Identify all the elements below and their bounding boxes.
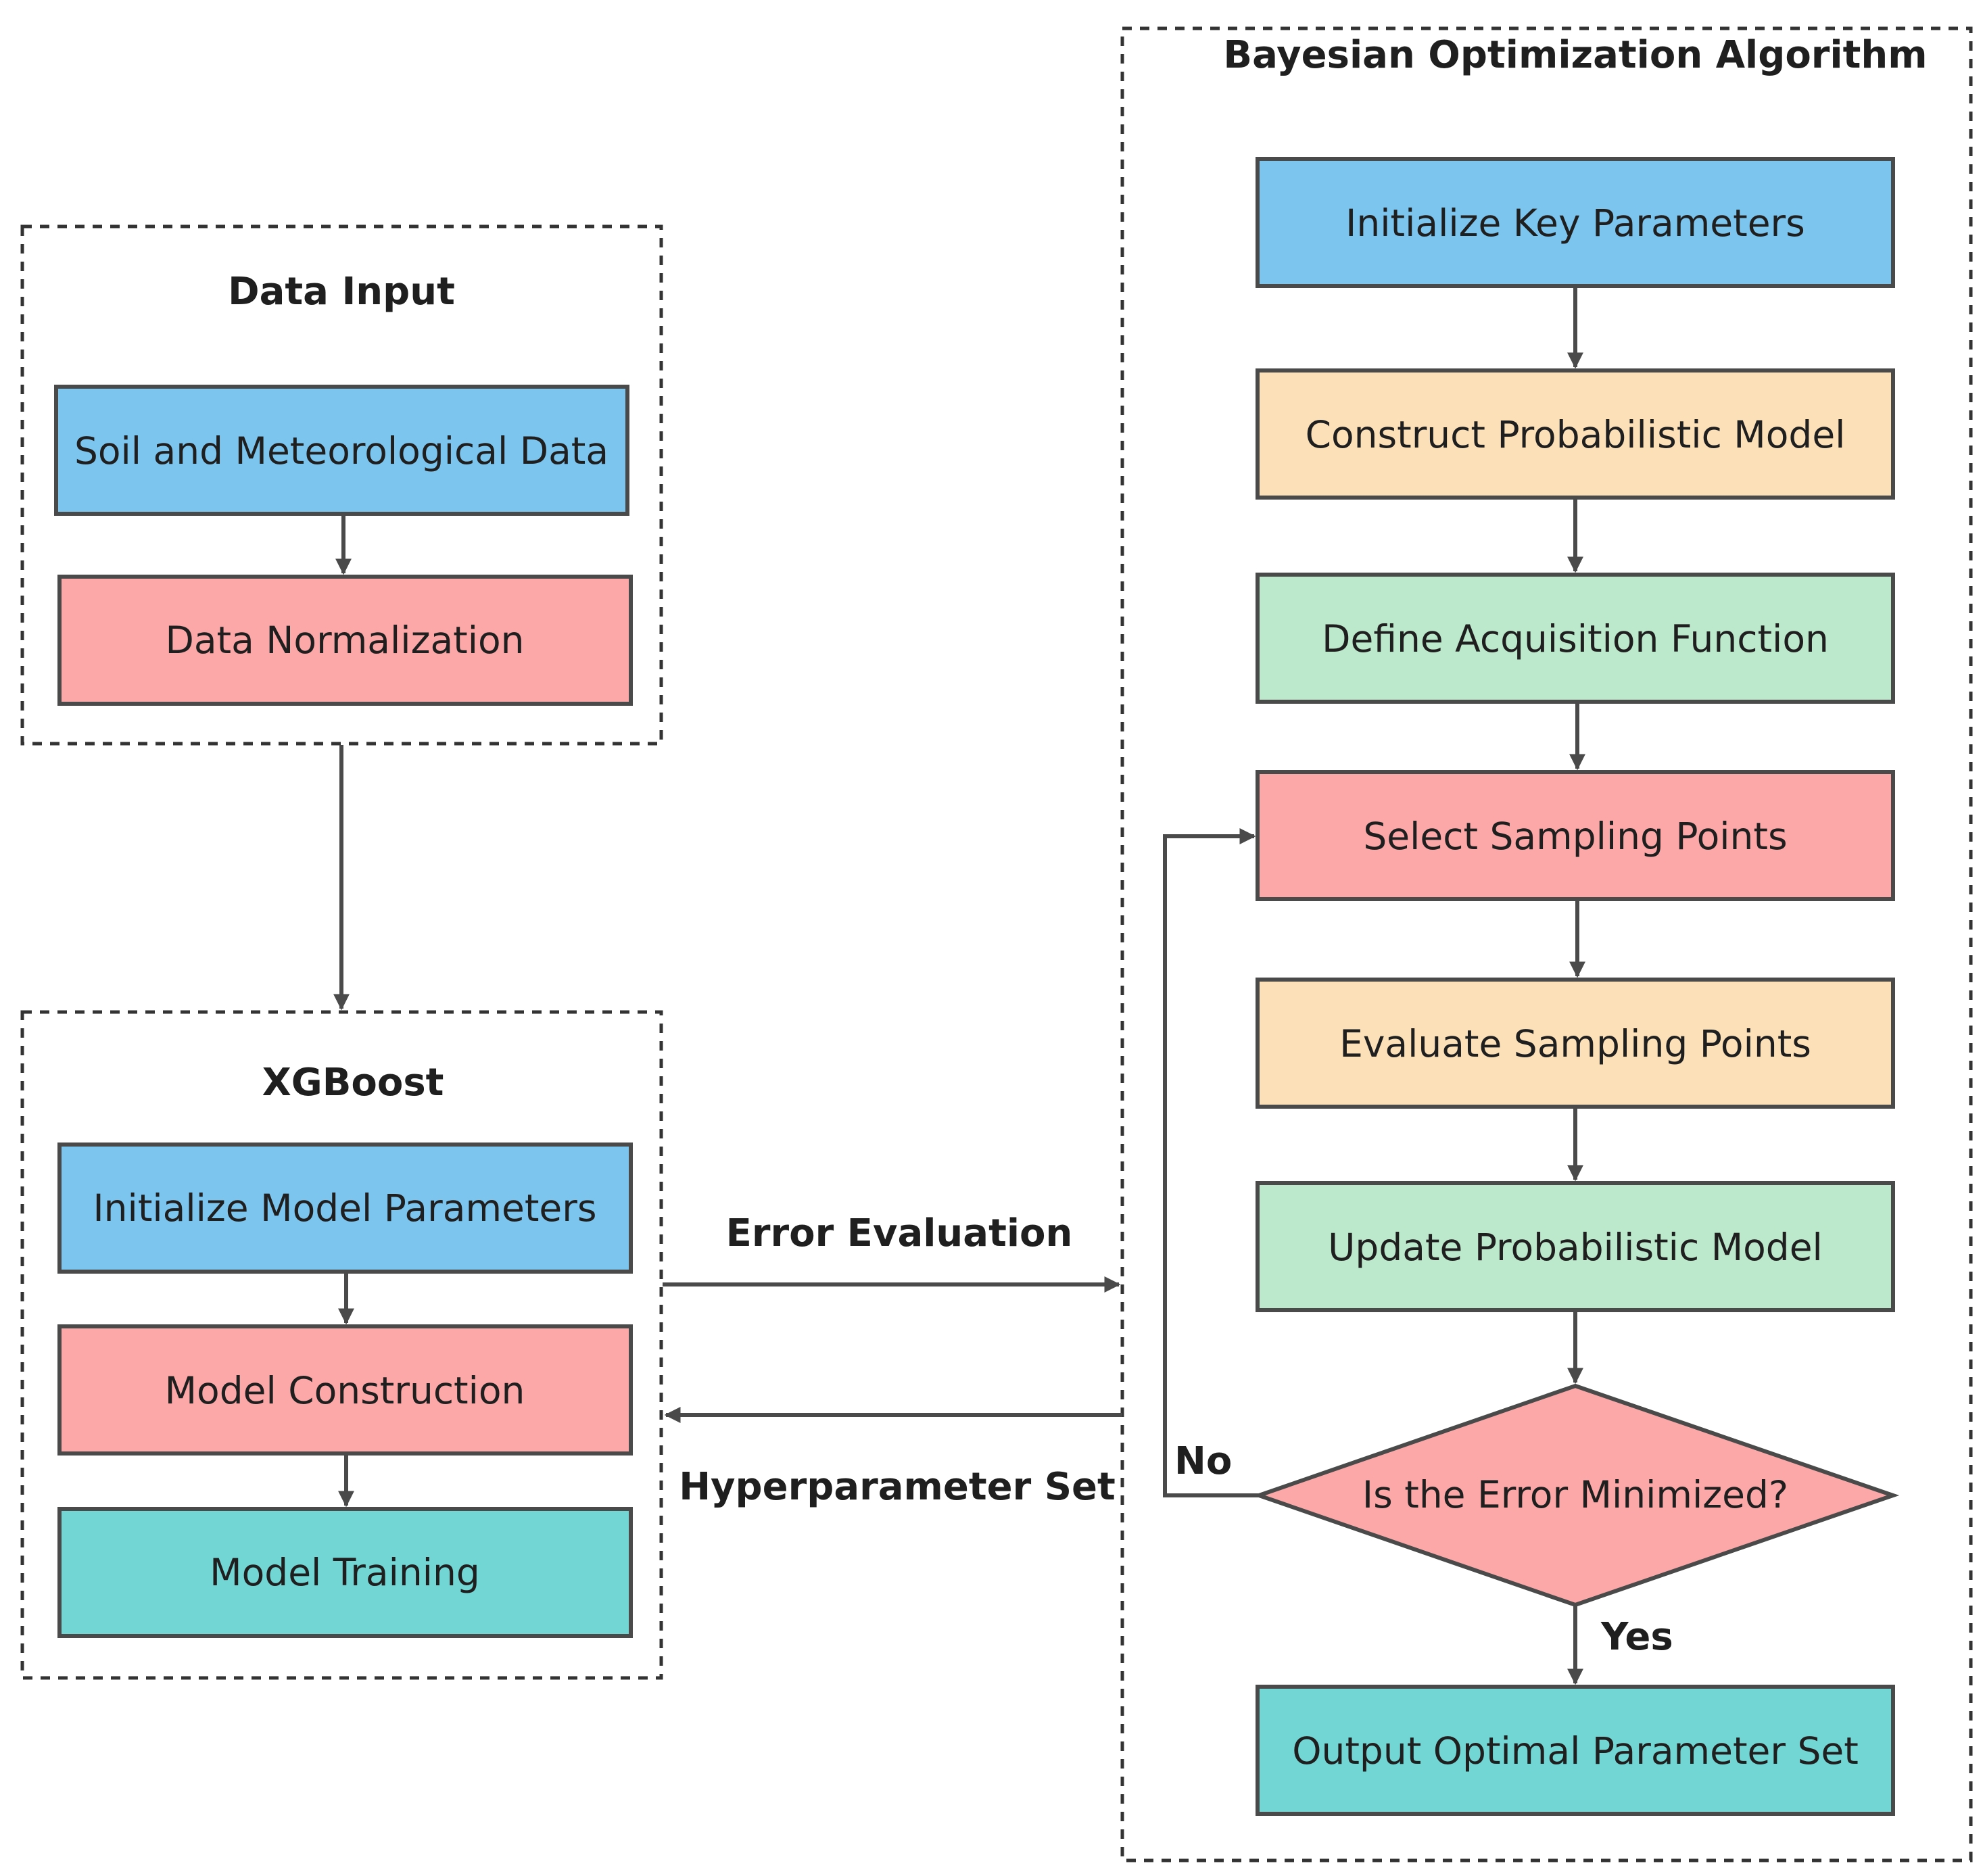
- update-probabilistic-model-node: Update Probabilistic Model: [1256, 1181, 1895, 1312]
- error-evaluation-label: Error Evaluation: [726, 1211, 1073, 1255]
- select-sampling-points-node: Select Sampling Points: [1256, 770, 1895, 901]
- svg-text:Select Sampling Points: Select Sampling Points: [1363, 815, 1787, 858]
- construct-probabilistic-model-node: Construct Probabilistic Model: [1256, 368, 1895, 500]
- yes-label: Yes: [1600, 1615, 1673, 1659]
- svg-text:Output Optimal Parameter Set: Output Optimal Parameter Set: [1292, 1729, 1859, 1773]
- hyperparameter-set-label: Hyperparameter Set: [679, 1465, 1116, 1509]
- svg-text:Initialize Key Parameters: Initialize Key Parameters: [1345, 201, 1805, 245]
- bayesian-optimization-group: [1120, 26, 1973, 1862]
- svg-text:Data Normalization: Data Normalization: [165, 619, 524, 662]
- xgboost-title: XGBoost: [262, 1061, 444, 1105]
- svg-text:Initialize Model Parameters: Initialize Model Parameters: [93, 1186, 596, 1230]
- svg-text:Soil and Meteorological Data: Soil and Meteorological Data: [74, 429, 608, 473]
- edge-decision-no-loop: [1163, 828, 1259, 1497]
- data-normalization-node: Data Normalization: [57, 575, 633, 706]
- svg-text:Define Acquisition Function: Define Acquisition Function: [1322, 617, 1829, 660]
- no-label: No: [1174, 1439, 1232, 1483]
- svg-text:Is the Error Minimized?: Is the Error Minimized?: [1362, 1473, 1788, 1516]
- output-optimal-parameter-set-node: Output Optimal Parameter Set: [1256, 1685, 1895, 1816]
- svg-text:Model Training: Model Training: [210, 1551, 480, 1594]
- svg-text:Model Construction: Model Construction: [165, 1369, 525, 1412]
- initialize-model-parameters-node: Initialize Model Parameters: [57, 1143, 633, 1274]
- define-acquisition-function-node: Define Acquisition Function: [1256, 573, 1895, 704]
- model-training-node: Model Training: [57, 1507, 633, 1638]
- xgboost-group: [20, 1010, 663, 1680]
- svg-text:Evaluate Sampling Points: Evaluate Sampling Points: [1339, 1022, 1811, 1065]
- error-minimized-decision-node: Is the Error Minimized?: [1252, 1383, 1900, 1608]
- svg-text:Construct Probabilistic Model: Construct Probabilistic Model: [1306, 413, 1846, 456]
- soil-meteorological-data-node: Soil and Meteorological Data: [54, 385, 629, 516]
- initialize-key-parameters-node: Initialize Key Parameters: [1256, 157, 1895, 288]
- evaluate-sampling-points-node: Evaluate Sampling Points: [1256, 978, 1895, 1109]
- data-input-group: [20, 224, 663, 746]
- svg-text:Update Probabilistic Model: Update Probabilistic Model: [1328, 1226, 1823, 1269]
- model-construction-node: Model Construction: [57, 1324, 633, 1456]
- bayesian-optimization-title: Bayesian Optimization Algorithm: [1223, 33, 1927, 77]
- data-input-title: Data Input: [228, 270, 455, 314]
